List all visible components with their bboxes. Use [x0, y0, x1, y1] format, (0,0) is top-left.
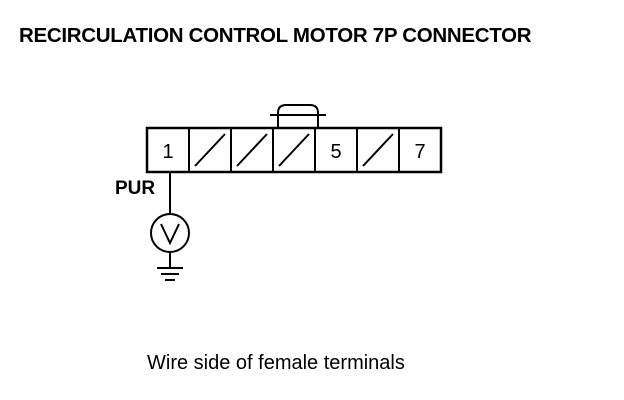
connector-lock-tab	[277, 104, 319, 128]
connector-body	[145, 126, 443, 174]
empty-cavity-mark	[362, 133, 394, 167]
empty-cavity-mark	[194, 133, 226, 167]
terminal-label: 7	[414, 141, 425, 163]
terminal-label: 5	[330, 141, 341, 163]
diagram-title: RECIRCULATION CONTROL MOTOR 7P CONNECTOR	[19, 24, 532, 47]
wire-color-label: PUR	[115, 178, 155, 199]
terminal-label: 1	[162, 141, 173, 163]
caption: Wire side of female terminals	[147, 352, 405, 374]
ground-icon	[157, 252, 183, 281]
connector-cavities: 1 5 7	[162, 128, 426, 172]
voltmeter-icon	[150, 213, 190, 253]
empty-cavity-mark	[278, 133, 310, 167]
empty-cavity-mark	[236, 133, 268, 167]
